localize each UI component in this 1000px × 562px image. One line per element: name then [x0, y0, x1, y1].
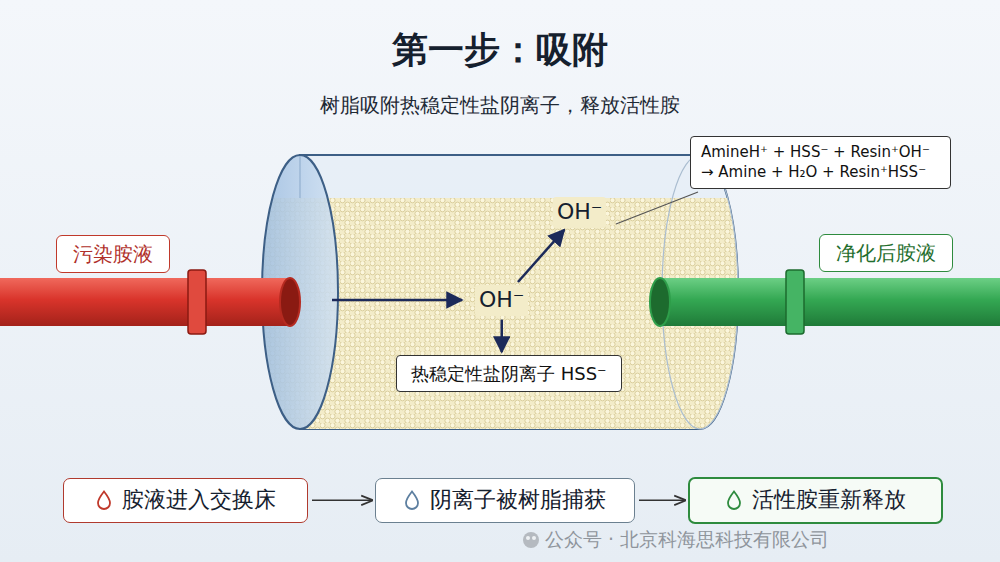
equation-callout: AmineH⁺ + HSS⁻ + Resin⁺OH⁻ → Amine + H₂O…	[690, 136, 951, 189]
pipe-label: 污染胺液	[56, 235, 170, 273]
node-text: 热稳定性盐阴离子 HSS⁻	[411, 362, 607, 385]
droplet-icon	[96, 490, 112, 510]
pipe-label: 净化后胺液	[819, 234, 953, 272]
ion-label: OH⁻	[475, 285, 528, 316]
droplet-icon	[726, 490, 742, 510]
subtitle: 树脂吸附热稳定性盐阴离子，释放活性胺	[0, 92, 1000, 119]
node-text: AmineH⁺ + HSS⁻ + Resin⁺OH⁻ → Amine + H₂O…	[701, 143, 940, 182]
watermark: 公众号 · 北京科海思科技有限公司	[545, 527, 829, 553]
node-text: 污染胺液	[73, 241, 153, 267]
step-box: 胺液进入交换床	[63, 478, 308, 523]
connector-arrow	[518, 230, 564, 282]
step-box: 活性胺重新释放	[688, 477, 943, 524]
title: 第一步：吸附	[0, 26, 1000, 75]
node-text: 胺液进入交换床	[122, 486, 276, 515]
connector-arrow	[312, 500, 372, 502]
node-text: 净化后胺液	[836, 240, 936, 266]
connector-arrow	[639, 500, 685, 502]
node-text: OH⁻	[557, 198, 602, 227]
step-box: 阴离子被树脂捕获	[375, 478, 635, 523]
droplet-icon	[404, 490, 420, 510]
node-text: 阴离子被树脂捕获	[430, 486, 606, 515]
ion-label: OH⁻	[553, 197, 606, 228]
anion-box: 热稳定性盐阴离子 HSS⁻	[396, 355, 622, 392]
connector-arrow	[500, 320, 503, 352]
node-text: 活性胺重新释放	[752, 486, 906, 515]
node-text: OH⁻	[479, 286, 524, 315]
